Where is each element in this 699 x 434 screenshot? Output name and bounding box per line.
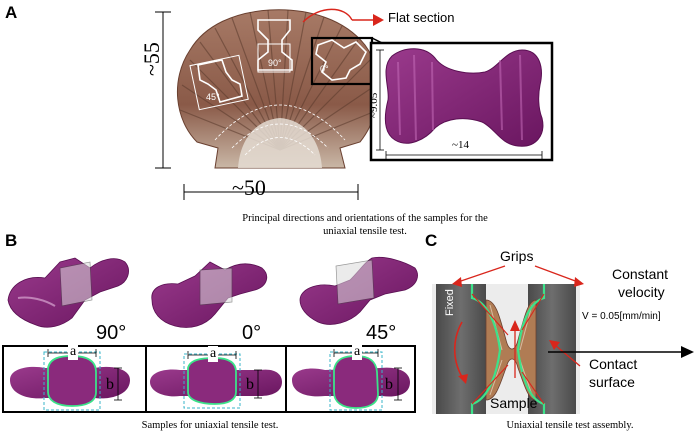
dim-b-45: b <box>385 376 393 393</box>
sample-width-dimension: ~14 <box>452 139 469 151</box>
dim-b-0: b <box>246 376 254 393</box>
dim-a-90: a <box>68 344 79 360</box>
dim-a-0: a <box>208 346 219 362</box>
constant-label: Constant <box>612 266 669 282</box>
dim-b-90: b <box>106 376 114 393</box>
caption-a-line2: uniaxial tensile test. <box>323 226 407 237</box>
b-angle-90: 90° <box>96 322 127 344</box>
shell-height-dimension: ~55 <box>139 42 164 76</box>
velocity-label: velocity <box>618 284 665 300</box>
grips-label: Grips <box>500 248 534 264</box>
panel-letter-c: C <box>425 231 438 250</box>
shell-angle-90: 90° <box>268 58 282 68</box>
caption-c: Uniaxial tensile test assembly. <box>506 420 634 431</box>
sample-45-3d <box>299 256 418 325</box>
shell-image <box>176 9 379 169</box>
fixed-label: Fixed <box>444 289 456 316</box>
dim-a-45: a <box>352 344 363 360</box>
shell-angle-0: 0° <box>320 64 329 74</box>
tensile-assembly <box>432 284 580 414</box>
b-angle-45: 45° <box>366 322 397 344</box>
sample-label: Sample <box>490 395 538 411</box>
cross-section-0 <box>150 353 282 409</box>
caption-a-line1: Principal directions and orientations of… <box>242 213 488 224</box>
surface-label: surface <box>589 374 635 390</box>
sample-height-dimension: ~9.05 <box>368 92 380 118</box>
shell-width-dimension: ~50 <box>232 175 266 200</box>
flat-section-label: Flat section <box>388 10 455 25</box>
contact-label: Contact <box>589 356 638 372</box>
caption-b: Samples for uniaxial tensile test. <box>141 420 279 431</box>
panel-letter-a: A <box>5 3 18 22</box>
b-angle-0: 0° <box>242 322 262 344</box>
shell-angle-45: 45° <box>206 92 220 102</box>
flat-section-arrow <box>302 8 353 23</box>
caption-a: Principal directions and orientations of… <box>150 212 580 238</box>
cross-section-45 <box>292 351 410 411</box>
velocity-value: V = 0.05[mm/min] <box>582 311 661 322</box>
sample-90-3d <box>7 257 129 328</box>
panel-letter-b: B <box>5 231 18 250</box>
cross-section-90 <box>10 351 130 411</box>
sample-0-3d <box>151 261 268 328</box>
zoom-sample <box>384 48 544 147</box>
